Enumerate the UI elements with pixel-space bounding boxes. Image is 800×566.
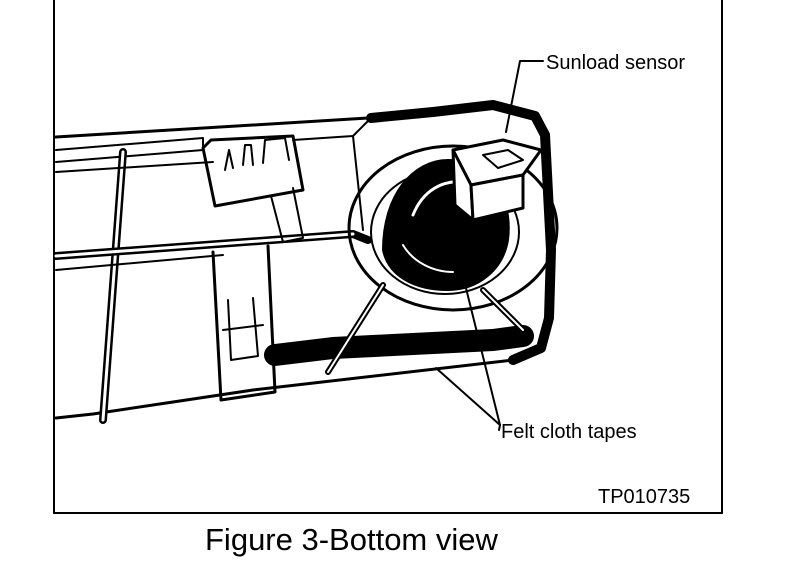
support-post-base [222, 324, 264, 331]
leader-sunload-sensor [505, 60, 544, 133]
felt-cloth-tapes-label: Felt cloth tapes [501, 421, 637, 443]
leader-felt-ring [458, 259, 501, 426]
connector-tab [270, 187, 304, 243]
sensor-side [469, 173, 525, 222]
connector-pin-left [224, 149, 234, 171]
housing-inner-edge [55, 137, 204, 163]
sunload-sensor-label: Sunload sensor [546, 52, 685, 74]
right-frame-edge [292, 117, 372, 231]
bottom-view-illustration [53, 60, 559, 431]
connector-pin-right [262, 137, 290, 164]
guide-pin-left-inner [327, 284, 384, 373]
mid-rail-inner [54, 232, 355, 258]
connector-pin-mid [242, 144, 254, 166]
sensor-socket [482, 149, 524, 169]
lower-rail [55, 254, 224, 271]
figure-caption: Figure 3-Bottom view [205, 522, 498, 557]
felt-tape-bottom [264, 325, 534, 366]
connector-block [201, 134, 305, 208]
figure-code: TP010735 [598, 486, 691, 508]
left-rail-inner [101, 150, 125, 422]
guide-pin-right-inner [482, 289, 524, 331]
leader-felt-bottom [435, 367, 501, 426]
felt-tape-ring-highlight [402, 244, 454, 273]
support-post [211, 244, 277, 402]
leader-felt-join [498, 424, 501, 431]
upper-rail [55, 161, 214, 173]
mount-ring [347, 144, 559, 312]
felt-tape-outer [366, 100, 556, 365]
